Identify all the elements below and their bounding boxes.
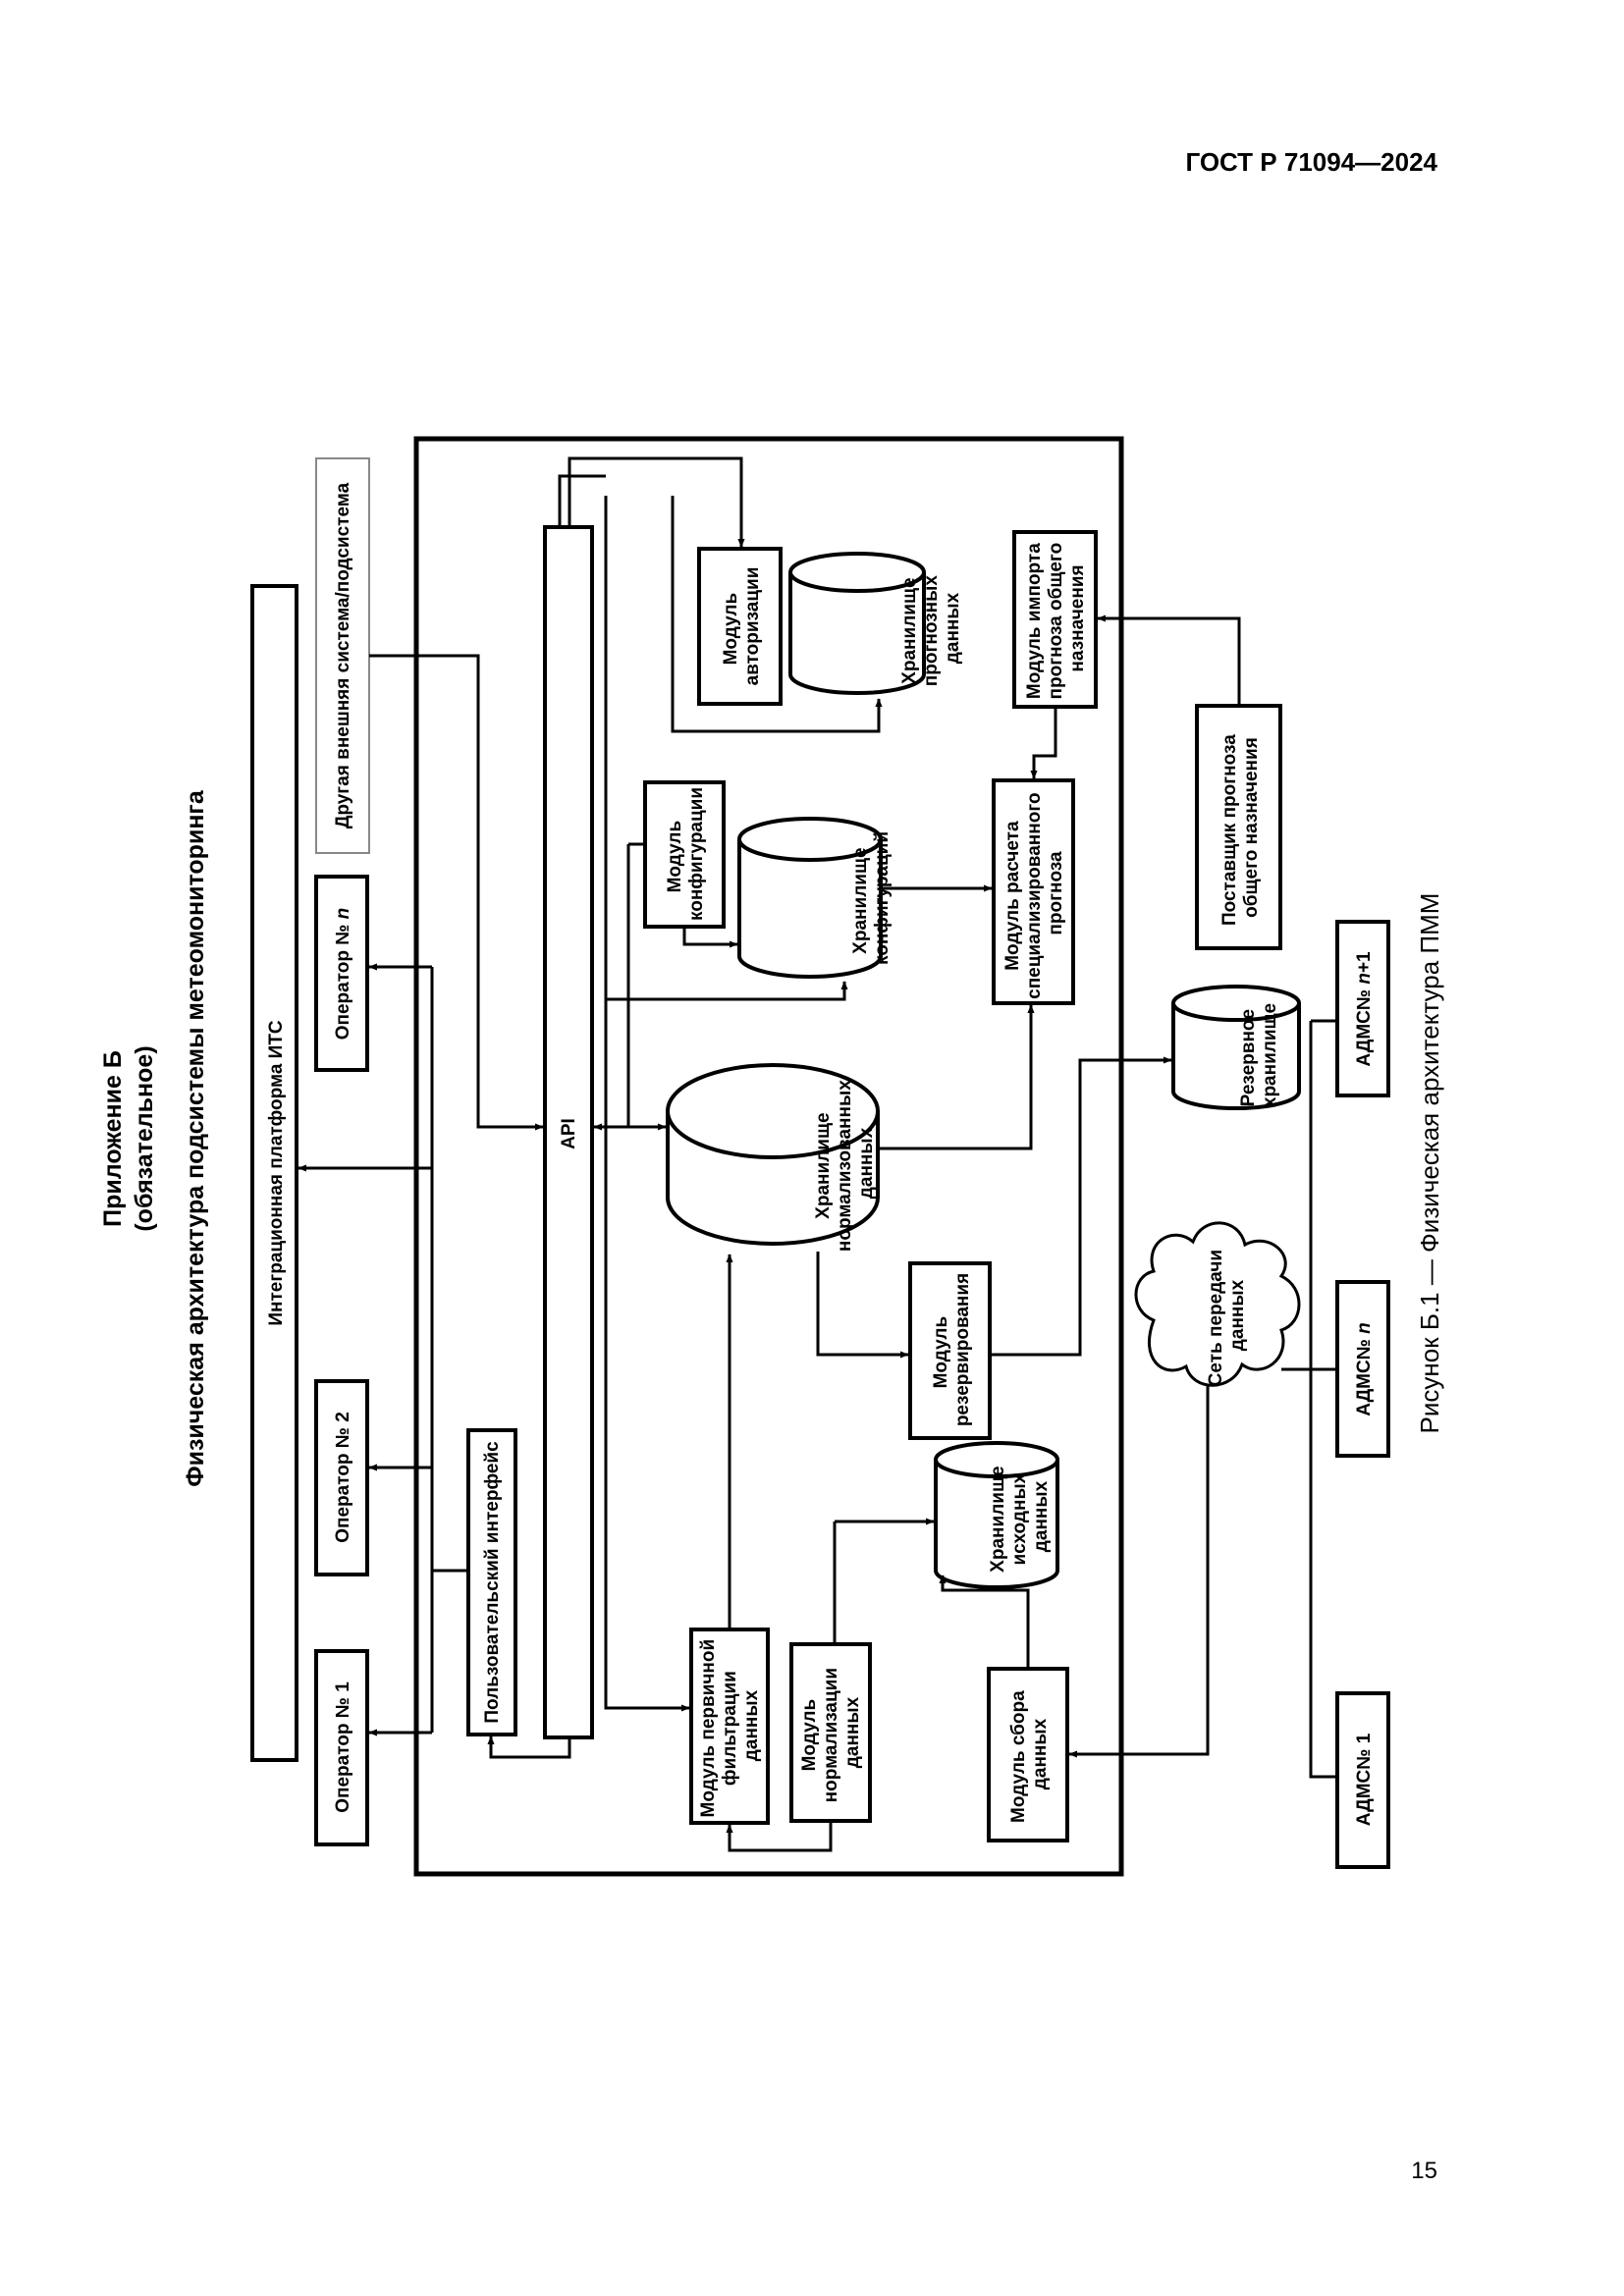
storage-configuration-label: Хранилище конфигураций — [850, 831, 893, 965]
adms-n1-box — [1335, 920, 1390, 1097]
storage-reserve-cylinder — [1171, 985, 1301, 1110]
adms-n-label: АДМС№ n — [1354, 1322, 1375, 1416]
integration-platform-label: Интеграционная платформа ИТС — [266, 1020, 287, 1326]
adms-1-label: АДМС№ 1 — [1354, 1733, 1375, 1826]
integration-platform-box — [250, 584, 298, 1762]
operator-1-label: Оператор № 1 — [333, 1682, 353, 1813]
module-backup-box — [908, 1261, 992, 1440]
module-calc-label: Модуль расчета специализированного прогн… — [1002, 787, 1066, 999]
module-configuration-label: Модуль конфигурации — [665, 787, 707, 921]
module-authorization-box — [697, 547, 783, 706]
storage-normalized-cylinder — [666, 1063, 880, 1246]
appendix-heading: Физическая архитектура подсистемы метеом… — [182, 789, 209, 1487]
network-label: Сеть передачи данных — [1206, 1245, 1248, 1387]
network-cloud — [1134, 1221, 1301, 1387]
connectors — [298, 456, 1337, 1852]
module-filter-label: Модуль первичной фильтрации данных — [698, 1634, 762, 1818]
api-label: API — [559, 1118, 579, 1149]
adms-1-box — [1335, 1691, 1390, 1869]
operator-1-box — [314, 1649, 369, 1846]
operator-2-label: Оператор № 2 — [333, 1412, 353, 1543]
module-normalize-label: Модуль нормализации данных — [799, 1663, 863, 1803]
figure-caption: Рисунок Б.1 — Физическая архитектура ПММ — [1415, 893, 1444, 1434]
operator-n-label: Оператор № n — [333, 908, 353, 1041]
user-interface-label: Пользовательский интерфейс — [482, 1441, 503, 1724]
page-number: 15 — [1411, 2158, 1437, 2184]
storage-raw-label: Хранилище исходных данных — [988, 1461, 1052, 1573]
storage-forecast-cylinder — [788, 552, 926, 695]
adms-n1-label: АДМС№ n+1 — [1354, 951, 1375, 1067]
module-calc-box — [992, 778, 1075, 1005]
operator-2-box — [314, 1379, 369, 1576]
standard-number: ГОСТ Р 71094—2024 — [1185, 147, 1437, 177]
appendix-title: Приложение Б — [99, 1050, 127, 1227]
provider-label: Поставщик прогноза общего назначения — [1219, 729, 1262, 926]
appendix-status: (обязательное) — [131, 1045, 158, 1231]
module-authorization-label: Модуль авторизации — [721, 567, 763, 686]
module-backup-label: Модуль резервирования — [931, 1273, 973, 1426]
system-frame — [413, 436, 1124, 1877]
storage-reserve-label: Резервное хранилище — [1238, 1003, 1280, 1107]
module-import-label: Модуль импорта прогноза общего назначени… — [1024, 538, 1088, 700]
storage-configuration-cylinder — [737, 817, 883, 979]
storage-normalized-label: Хранилище нормализованных данных — [813, 1075, 877, 1252]
module-collect-label: Модуль сбора данных — [1008, 1685, 1051, 1823]
storage-forecast-label: Хранилище прогнозных данных — [899, 570, 963, 686]
operator-n-box — [314, 875, 369, 1072]
external-system-label: Другая внешняя система/подсистема — [333, 482, 353, 828]
user-interface-box — [466, 1428, 517, 1736]
